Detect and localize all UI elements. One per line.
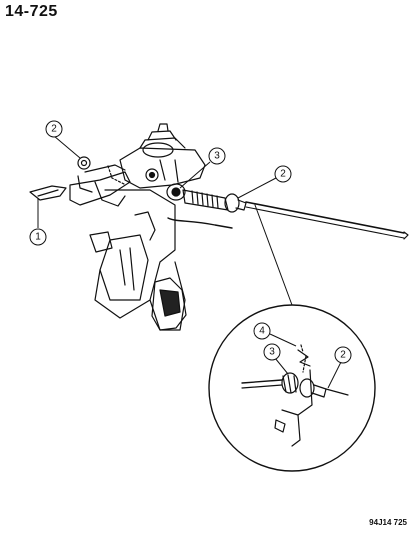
detail-circle — [208, 304, 376, 472]
cable-adjuster — [182, 189, 247, 213]
callout-2-upper-left-label: 2 — [51, 124, 57, 135]
pedal-bracket-assembly — [89, 189, 187, 331]
figure-code: 94J14 725 — [369, 518, 407, 527]
throttle-lever — [69, 156, 131, 207]
callout-2-upper-left — [45, 120, 63, 138]
callout-1-label: 1 — [35, 232, 41, 243]
detail-view — [241, 344, 349, 447]
callout-2-upper-right — [274, 165, 292, 183]
page-number: 14-725 — [5, 3, 58, 20]
insulator-washer — [166, 183, 186, 201]
cable-clip — [29, 185, 67, 201]
callout-4-detail — [253, 322, 271, 340]
callout-2-detail — [334, 346, 352, 364]
callout-3-upper-label: 3 — [214, 151, 220, 162]
throttle-body — [119, 123, 206, 189]
callout-2-detail-label: 2 — [340, 350, 346, 361]
callout-3-detail — [263, 343, 281, 361]
detail-leader-line — [254, 204, 293, 306]
throttle-cable — [245, 201, 409, 240]
callout-1 — [29, 228, 47, 246]
callout-4-detail-label: 4 — [259, 326, 265, 337]
callout-3-upper — [208, 147, 226, 165]
callout-3-detail-label: 3 — [269, 347, 275, 358]
callout-2-upper-right-label: 2 — [280, 169, 286, 180]
